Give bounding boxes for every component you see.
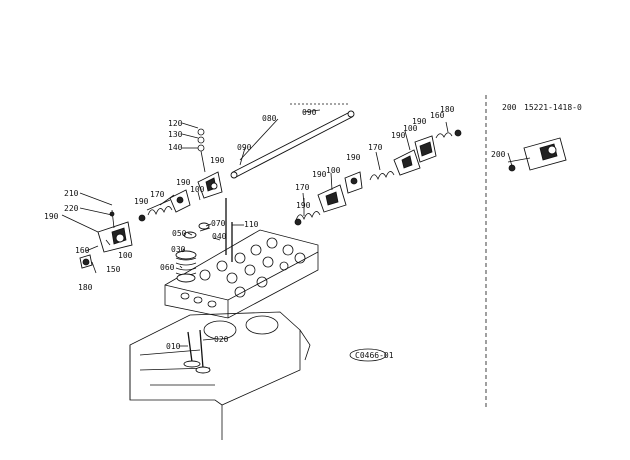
rocker-arm-assembly-200: [507, 137, 567, 172]
diagram-code: C0466-01: [355, 351, 394, 360]
callout-170-a: 170: [150, 190, 165, 199]
callout-190-i: 190: [296, 201, 311, 210]
callout-190-h: 190: [412, 117, 427, 126]
callout-190-c: 190: [134, 197, 149, 206]
callout-160-b: 160: [430, 111, 445, 120]
cylinder-head: [164, 229, 319, 319]
callout-110: 110: [244, 220, 259, 229]
right-rocker-assembly: [294, 129, 462, 226]
callout-190-a: 190: [210, 156, 225, 165]
leader-lines: [61, 109, 513, 347]
callout-060: 060: [160, 263, 175, 272]
callout-190-d: 190: [44, 212, 59, 221]
callout-200: 200: [491, 150, 506, 159]
callout-180-a: 180: [78, 283, 93, 292]
cylinder-block: [129, 311, 311, 440]
callout-140: 140: [168, 143, 183, 152]
valve-spring-assembly: [175, 222, 211, 283]
callout-100-d: 100: [403, 124, 418, 133]
header-item-number: 200: [502, 103, 517, 112]
valve-020: [195, 329, 211, 374]
callout-020: 020: [214, 335, 229, 344]
valve-010: [183, 331, 201, 368]
callout-120: 120: [168, 119, 183, 128]
callouts: 010 020 030 040 050 060 070 080 090 090 …: [44, 105, 506, 351]
callout-190-g: 190: [391, 131, 406, 140]
left-rocker-assembly: [79, 128, 223, 269]
callout-070: 070: [211, 219, 226, 228]
callout-150: 150: [106, 265, 121, 274]
callout-090-a: 090: [237, 143, 252, 152]
callout-040: 040: [212, 232, 227, 241]
callout-190-f: 190: [346, 153, 361, 162]
callout-170-b: 170: [295, 183, 310, 192]
callout-080: 080: [262, 114, 277, 123]
push-rods: [225, 198, 233, 262]
callout-190-b: 190: [176, 178, 191, 187]
header-part-number: 15221-1418-0: [524, 103, 582, 112]
callout-100-b: 100: [118, 251, 133, 260]
callout-220: 220: [64, 204, 79, 213]
callout-190-e: 190: [312, 170, 327, 179]
callout-100-a: 100: [190, 185, 205, 194]
callout-100-c: 100: [326, 166, 341, 175]
callout-090-b: 090: [302, 108, 317, 117]
callout-160-a: 160: [75, 246, 90, 255]
callout-010: 010: [166, 342, 181, 351]
callout-170-c: 170: [368, 143, 383, 152]
callout-210: 210: [64, 189, 79, 198]
diagram-code-badge: C0466-01: [349, 348, 394, 362]
callout-050: 050: [172, 229, 187, 238]
callout-130: 130: [168, 130, 183, 139]
rocker-shaft: [230, 103, 355, 179]
callout-180-b: 180: [440, 105, 455, 114]
callout-030: 030: [171, 245, 186, 254]
